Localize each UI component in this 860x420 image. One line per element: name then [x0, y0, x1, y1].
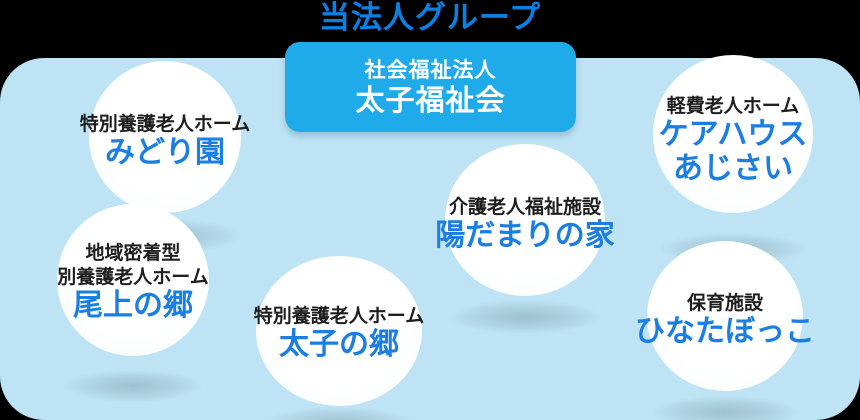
facility-name: みどり園: [105, 135, 225, 170]
facility-care-house-ajisai[interactable]: 軽費老人ホーム ケアハウス あじさい: [618, 55, 848, 265]
facility-hinatabokko[interactable]: 保育施設 ひなたぼっこ: [598, 241, 852, 420]
bubble-circle: [653, 55, 813, 213]
bubble-circle: [647, 241, 803, 391]
bubble-shadow: [264, 407, 414, 420]
facility-onoue-no-sato[interactable]: 地域密着型 別養護老人ホーム 尾上の郷: [22, 204, 244, 402]
bubble-circle: [57, 204, 209, 356]
bubble-circle: [256, 256, 422, 406]
bubble-shadow: [64, 370, 202, 402]
facility-kind: 保育施設: [686, 292, 763, 314]
facility-kind-line1: 地域密着型: [85, 242, 181, 264]
facility-taishi-no-sato[interactable]: 特別養護老人ホーム 太子の郷: [228, 256, 450, 420]
organization-name: 太子福祉会: [355, 82, 506, 117]
facility-name: 尾上の郷: [73, 288, 193, 323]
facility-kind: 介護老人福祉施設: [448, 196, 601, 218]
facility-kind: 軽費老人ホーム: [666, 95, 800, 117]
organization-card[interactable]: 社会福祉法人 太子福祉会: [285, 42, 576, 132]
organization-kind: 社会福祉法人: [364, 57, 497, 82]
bubble-circle: [445, 144, 605, 296]
facility-name: ひなたぼっこ: [635, 314, 815, 349]
facility-hidamari-no-ie[interactable]: 介護老人福祉施設 陽だまりの家: [398, 144, 652, 334]
facility-name: 陽だまりの家: [435, 218, 615, 253]
facility-kind: 特別養護老人ホーム: [253, 305, 425, 327]
facility-midorien[interactable]: 特別養護老人ホーム みどり園: [42, 61, 288, 253]
facility-kind: 特別養護老人ホーム: [79, 113, 251, 135]
bubble-circle: [89, 61, 241, 213]
facility-name: 太子の郷: [279, 327, 399, 362]
bubble-shadow: [652, 396, 798, 420]
facility-name-line1: ケアハウス: [658, 117, 808, 152]
bubble-shadow: [450, 300, 600, 334]
facility-kind-line2: 別養護老人ホーム: [57, 266, 209, 288]
page-title: 当法人グループ: [318, 0, 542, 36]
facility-name-line2: あじさい: [673, 151, 793, 186]
